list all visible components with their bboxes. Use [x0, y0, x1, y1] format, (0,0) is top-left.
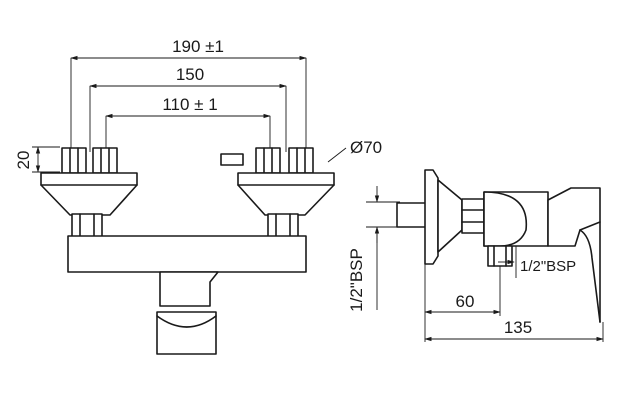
dim-projection-short: 60 — [456, 292, 475, 311]
dim-projection-total: 135 — [504, 318, 532, 337]
front-view: 190 ±1 150 110 ± 1 20 — [14, 37, 335, 355]
dim-inlet-thread: 1/2"BSP — [347, 248, 366, 312]
side-view: 1/2"BSP 1/2"BSP 60 135 — [347, 169, 604, 342]
left-connector — [71, 213, 103, 239]
side-cone — [437, 179, 463, 253]
inlet-pipe — [396, 202, 428, 228]
outlet-neck — [159, 271, 219, 307]
left-flange — [40, 172, 138, 216]
center-nut — [220, 153, 244, 166]
right-nut-outer — [288, 147, 314, 174]
side-nut — [461, 198, 485, 234]
diameter-leader — [327, 147, 347, 163]
side-outlet — [487, 245, 513, 267]
outlet-spout — [156, 311, 217, 355]
dim-fitting-height: 20 — [14, 151, 33, 170]
side-handle — [547, 187, 601, 247]
left-nut-inner — [92, 147, 118, 174]
dim-flange-diameter: Ø70 — [350, 138, 382, 157]
right-nut-inner — [255, 147, 281, 174]
mixer-body — [67, 235, 307, 273]
wall-flange — [424, 169, 439, 265]
right-connector — [267, 213, 299, 239]
right-flange — [237, 172, 335, 216]
dim-overall-width: 190 ±1 — [172, 37, 224, 56]
dim-inner-width: 110 ± 1 — [162, 95, 217, 114]
dim-outlet-thread: 1/2"BSP — [520, 258, 576, 275]
dim-center-distance: 150 — [176, 65, 204, 84]
left-nut-outer — [61, 147, 87, 174]
